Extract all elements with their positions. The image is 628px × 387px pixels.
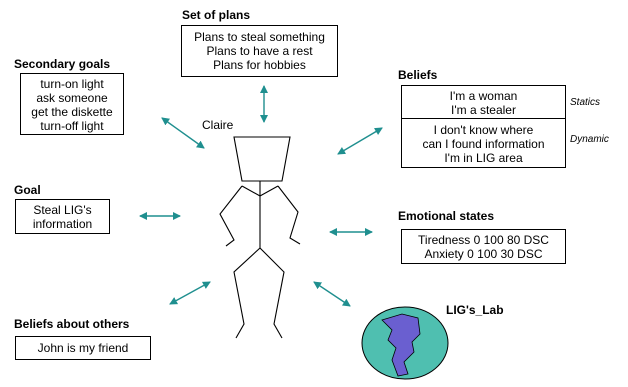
beliefs-dynamic-item: I'm in LIG area: [444, 151, 523, 165]
goal-heading: Goal: [14, 183, 41, 197]
lab-label: LIG's_Lab: [446, 303, 504, 317]
lab-globe: [361, 306, 449, 380]
beliefs-heading: Beliefs: [398, 68, 438, 82]
beliefs-dynamic-item: can I found information: [422, 137, 545, 151]
plans-box: Plans to steal something Plans to have a…: [181, 25, 338, 77]
plans-item: Plans to have a rest: [206, 44, 313, 58]
secondary-goal-item: ask someone: [36, 91, 108, 105]
figure-shoulders: [241, 185, 279, 197]
plans-item: Plans for hobbies: [213, 58, 306, 72]
emotional-states-heading: Emotional states: [398, 209, 495, 223]
dynamic-label: Dynamic: [570, 134, 609, 145]
emotional-state-item: Anxiety 0 100 30 DSC: [424, 247, 543, 261]
figure-left-leg: [233, 247, 261, 339]
arrow-beliefs-about-others: [169, 281, 211, 305]
secondary-goal-item: turn-on light: [40, 77, 104, 91]
secondary-goals-box: turn-on light ask someone get the disket…: [20, 73, 124, 135]
figure-right-arm: [277, 185, 301, 245]
globe-land: [381, 313, 421, 377]
emotional-states-box: Tiredness 0 100 80 DSC Anxiety 0 100 30 …: [401, 229, 566, 264]
beliefs-about-others-box: John is my friend: [15, 336, 151, 360]
beliefs-dynamic-box: I don't know where can I found informati…: [401, 118, 566, 168]
secondary-goal-item: turn-off light: [40, 119, 104, 133]
plans-item: Plans to steal something: [194, 30, 325, 44]
goal-item: Steal LIG's: [33, 203, 92, 217]
character-name: Claire: [202, 118, 234, 132]
beliefs-about-others-heading: Beliefs about others: [14, 317, 130, 331]
plans-heading: Set of plans: [182, 8, 251, 22]
beliefs-statics-item: I'm a stealer: [451, 103, 516, 117]
goal-box: Steal LIG's information: [15, 199, 110, 234]
secondary-goal-item: get the diskette: [31, 105, 113, 119]
secondary-goals-heading: Secondary goals: [14, 57, 111, 71]
figure-left-arm: [219, 185, 243, 247]
beliefs-dynamic-item: I don't know where: [433, 123, 534, 137]
arrow-beliefs: [337, 127, 383, 155]
statics-label: Statics: [570, 97, 601, 108]
emotional-state-item: Tiredness 0 100 80 DSC: [418, 233, 549, 247]
beliefs-statics-box: I'm a woman I'm a stealer: [401, 85, 566, 119]
stick-figure: [219, 136, 301, 339]
arrow-lab: [313, 281, 351, 307]
goal-item: information: [32, 217, 93, 231]
beliefs-about-others-item: John is my friend: [37, 341, 129, 355]
figure-right-leg: [259, 247, 285, 339]
beliefs-statics-item: I'm a woman: [449, 89, 518, 103]
figure-head: [233, 136, 291, 182]
arrow-secondary-goals: [161, 117, 205, 149]
